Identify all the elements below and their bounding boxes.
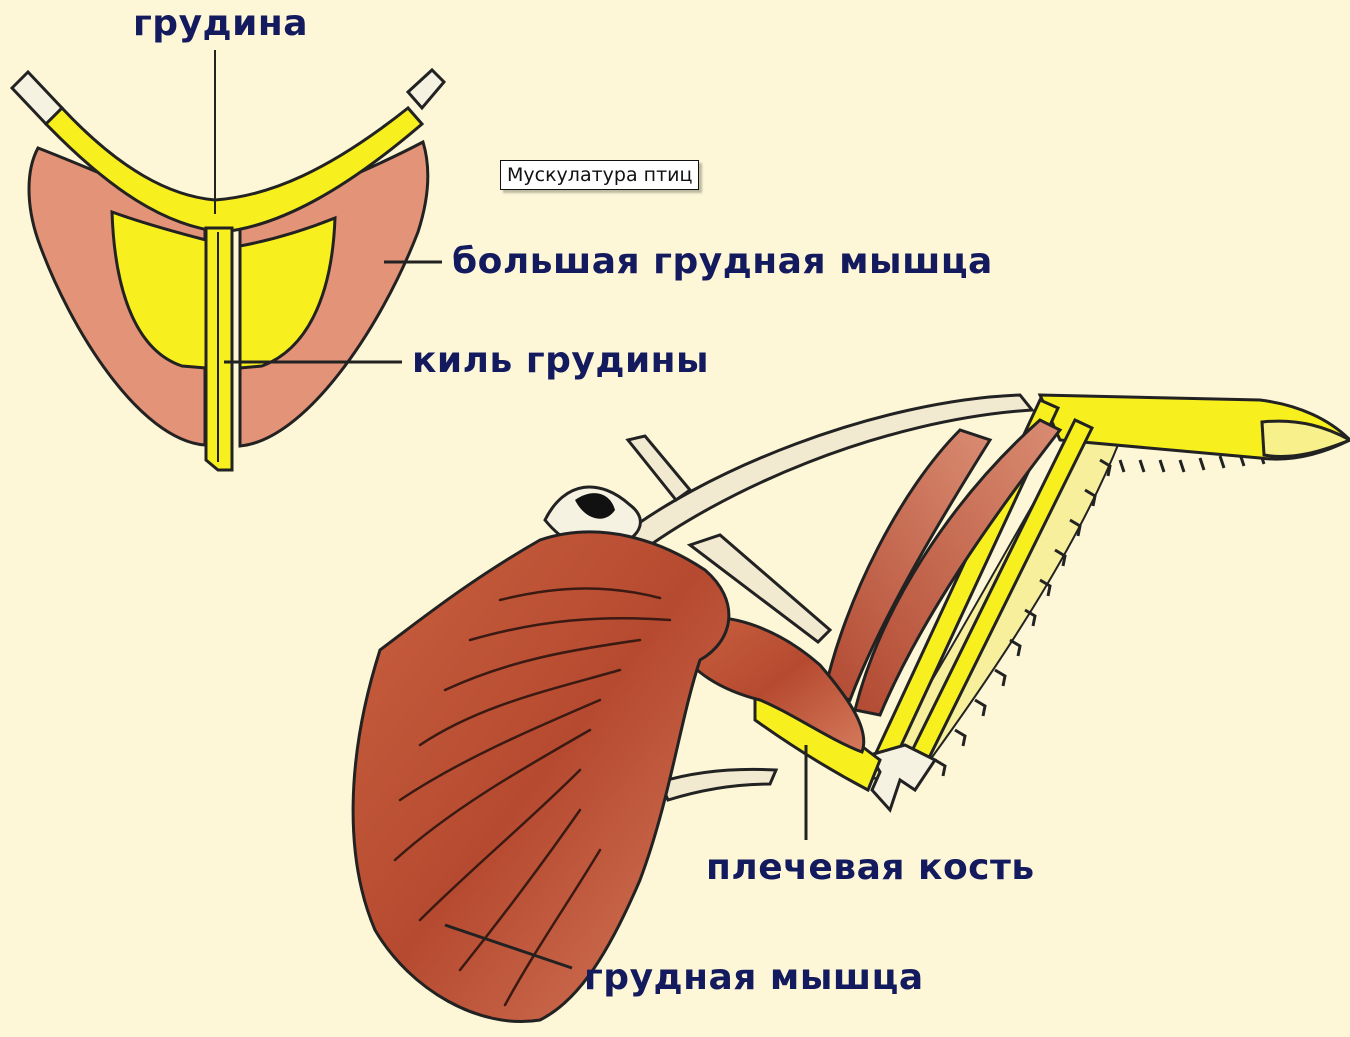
humerus-label: плечевая кость [706, 850, 1035, 886]
elbow-joint [870, 745, 935, 810]
pectoral-muscle [353, 532, 729, 1022]
digit-tip [1262, 421, 1350, 456]
sternum-label: грудина [133, 6, 308, 42]
right-rib-end [408, 70, 444, 108]
pectoral-muscle-label: грудная мышца [584, 960, 924, 996]
keel-label: киль грудины [412, 343, 709, 379]
clavicle-bone [628, 436, 690, 500]
pectoralis-major-label: большая грудная мышца [452, 244, 993, 280]
cross-section [12, 50, 444, 470]
wing-musculature [353, 395, 1350, 1022]
image-tooltip: Мускулатура птиц [500, 160, 699, 190]
lower-spine [660, 769, 776, 800]
